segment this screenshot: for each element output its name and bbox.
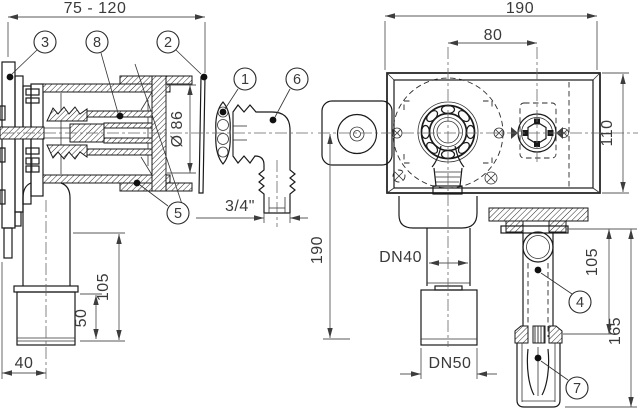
callout-2: 2 [156, 30, 208, 81]
dim-hose-thread-label: 3/4" [225, 198, 255, 215]
dim-flange-diameter: Ø 86 [167, 84, 196, 174]
mounting-flange [25, 83, 44, 197]
callout-1-label: 1 [241, 72, 249, 88]
dim-body-width: 190 [384, 0, 598, 70]
callout-3: 3 [6, 30, 57, 81]
wall-cover-plate [198, 76, 206, 194]
side-section-view: 75 - 120 Ø 86 3/4" 105 [0, 0, 313, 379]
shelf-section [488, 207, 589, 222]
dim-hose-thread: 3/4" [196, 198, 308, 223]
valve-membrane [526, 348, 535, 396]
outlet-pipe-front [398, 196, 478, 346]
callout-3-label: 3 [41, 35, 49, 51]
hose-elbow [232, 104, 296, 227]
dim-outlet-size: DN50 [400, 348, 497, 379]
dim-outlet-drop-label: 190 [309, 236, 326, 264]
dim-flange-diameter-label: Ø 86 [169, 111, 186, 148]
dim-standpipe-inset-label: 105 [584, 248, 601, 276]
dim-socket-depth-label: 50 [73, 309, 90, 328]
dim-depth-range: 75 - 120 [7, 0, 206, 73]
standpipe-assembly [488, 207, 589, 408]
valve-cup [516, 343, 561, 408]
dim-body-height: 110 [599, 72, 629, 194]
wall-mounting-rail [0, 61, 32, 259]
dim-wall-offset-label: 40 [15, 355, 34, 372]
dim-depth-range-label: 75 - 120 [64, 0, 127, 17]
callout-2-label: 2 [164, 35, 172, 51]
callout-4-label: 4 [576, 295, 584, 311]
callout-6-label: 6 [293, 72, 301, 88]
callout-1: 1 [219, 67, 257, 116]
dim-outlet-drop: 190 [309, 134, 350, 340]
dim-standpipe-inset: 105 [563, 228, 637, 335]
dim-body-width-label: 190 [506, 0, 534, 17]
check-valve-top [532, 325, 546, 344]
callout-8: 8 [85, 30, 124, 120]
dim-outlet-size-label: DN50 [429, 355, 472, 372]
callout-4: 4 [534, 266, 592, 314]
dim-socket-depth: 50 [73, 293, 102, 339]
dim-standpipe-length: 165 [565, 229, 637, 408]
callout-7: 7 [534, 354, 589, 400]
dim-port-spacing-label: 80 [484, 27, 503, 44]
dim-standpipe-length-label: 165 [607, 317, 624, 345]
front-view: 190 80 110 190 [309, 0, 638, 408]
rosette-side [215, 101, 231, 165]
dim-body-height-label: 110 [599, 119, 616, 146]
callout-5: 5 [133, 179, 190, 225]
trap-housing-section [42, 63, 193, 208]
callout-5-label: 5 [174, 206, 182, 222]
callout-8-label: 8 [93, 35, 101, 51]
dim-inlet-size: DN40 [379, 249, 468, 266]
dim-wall-offset: 40 [1, 262, 46, 379]
callout-6: 6 [269, 67, 309, 124]
dim-outlet-height-label: 105 [95, 273, 112, 301]
callout-7-label: 7 [573, 381, 581, 397]
dim-port-spacing: 80 [448, 27, 537, 46]
dim-inlet-size-label: DN40 [379, 249, 422, 266]
